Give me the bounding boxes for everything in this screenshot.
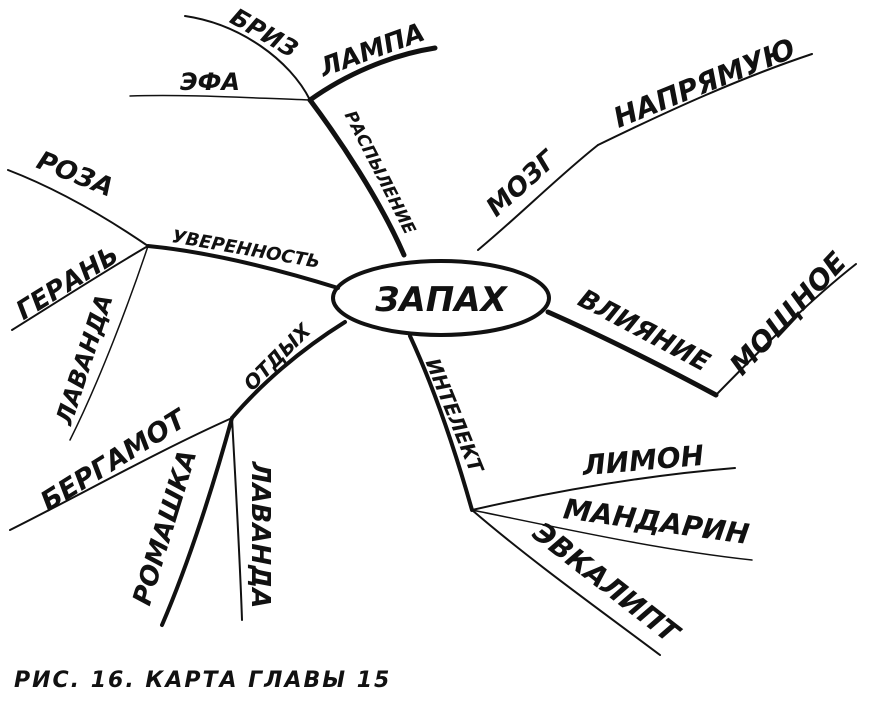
branch-line-uverennost: [146, 244, 340, 290]
branch-line-intellekt: [408, 334, 474, 512]
branch-line-vliyanie: [545, 309, 719, 398]
leaf-label-efa: ЭФА: [180, 68, 240, 96]
branch-line-moshchnoe: [715, 263, 857, 396]
branch-line-efa: [129, 94, 311, 101]
branch-line-evkalipt: [471, 509, 661, 656]
branch-label-uverennost: УВЕРЕННОСТЬ: [170, 226, 321, 273]
branch-line-bergamot: [9, 417, 233, 531]
leaf-label-mandarin: МАНДАРИН: [561, 492, 751, 551]
branch-line-lavanda-2: [231, 417, 243, 621]
branch-line-limon: [471, 467, 736, 511]
figure-caption: РИС. 16. КАРТА ГЛАВЫ 15: [14, 668, 392, 693]
branch-line-briz: [184, 15, 311, 101]
leaf-label-briz: БРИЗ: [225, 3, 302, 64]
leaf-label-moshchnoe: МОЩНОЕ: [723, 246, 853, 382]
branch-line-lavanda-1: [69, 245, 149, 441]
branch-label-raspylenie: РАСПЫЛЕНИЕ: [340, 108, 420, 238]
center-node: [331, 259, 551, 337]
leaf-label-limon: ЛИМОН: [580, 439, 705, 483]
branch-line-mozg: [477, 144, 599, 251]
center-label: ЗАПАХ: [374, 280, 508, 320]
branch-line-geran: [11, 245, 149, 331]
branch-line-roza: [7, 169, 149, 247]
leaf-label-lampa: ЛАМПА: [315, 18, 429, 84]
leaf-label-roza: РОЗА: [32, 146, 117, 204]
branch-line-otdyh: [230, 320, 347, 420]
leaf-label-lavanda-2: ЛАВАНДА: [245, 461, 275, 609]
branch-line-mandarin: [471, 509, 753, 561]
branch-line-napryamuyu: [597, 53, 813, 146]
branch-line-romashka: [160, 416, 234, 627]
branch-line-lampa: [307, 45, 438, 103]
leaf-label-napryamuyu: НАПРЯМУЮ: [609, 32, 800, 135]
branch-label-otdyh: ОТДЫХ: [239, 318, 317, 396]
branch-line-raspylenie: [307, 97, 407, 258]
leaf-label-romashka: РОМАШКА: [128, 446, 204, 608]
